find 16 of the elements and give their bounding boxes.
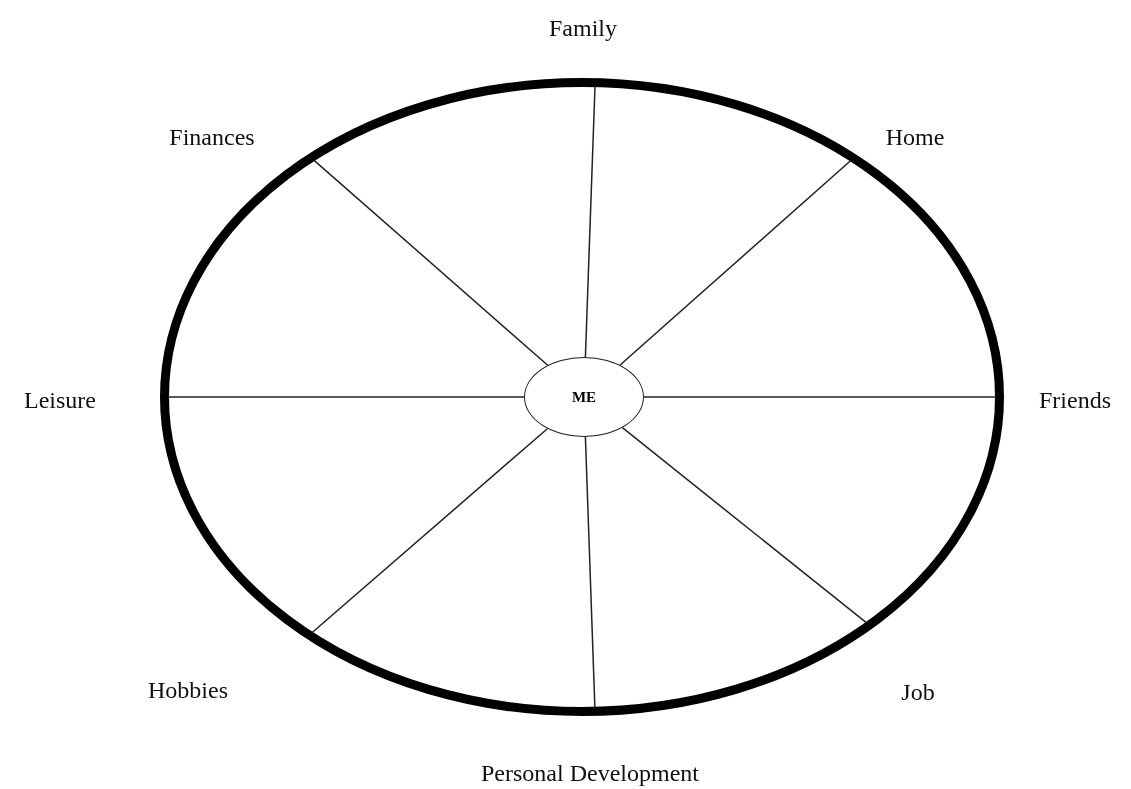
category-label: Home xyxy=(885,123,945,151)
spoke-line xyxy=(619,159,852,366)
spoke-line xyxy=(621,426,868,624)
spoke-line xyxy=(584,436,596,709)
category-label: Friends xyxy=(1039,386,1111,414)
spoke-line xyxy=(584,85,596,358)
spoke-line xyxy=(167,396,525,398)
category-label: Job xyxy=(901,678,935,706)
category-label: Hobbies xyxy=(148,676,228,704)
category-label: Personal Development xyxy=(481,759,699,787)
category-label: Finances xyxy=(169,123,255,151)
category-label: Family xyxy=(549,14,617,42)
category-label: Leisure xyxy=(24,386,96,414)
spoke-line xyxy=(643,396,997,398)
spoke-line xyxy=(313,159,549,366)
spoke-line xyxy=(311,427,549,634)
